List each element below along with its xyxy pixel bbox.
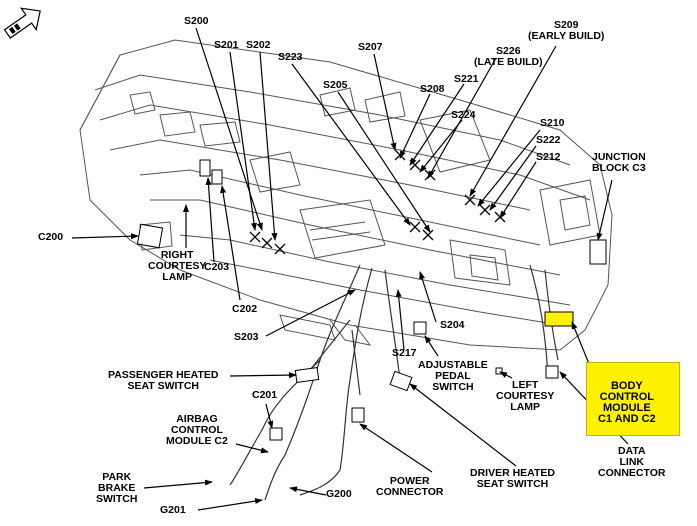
label-c203: C203 xyxy=(204,261,230,273)
label-s209: S209(EARLY BUILD) xyxy=(528,19,605,42)
label-s203: S203 xyxy=(234,331,259,343)
label-c200: C200 xyxy=(38,231,64,243)
label-g200: G200 xyxy=(326,488,352,500)
label-s223: S223 xyxy=(278,51,303,63)
label-g201: G201 xyxy=(160,504,186,516)
label-s208: S208 xyxy=(420,83,445,95)
label-s201: S201 xyxy=(214,39,239,51)
label-s222: S222 xyxy=(536,134,561,146)
bcm-highlight xyxy=(586,362,680,436)
label-s226: S226(LATE BUILD) xyxy=(474,45,543,68)
label-s221: S221 xyxy=(454,73,479,85)
label-s205: S205 xyxy=(323,79,348,91)
label-s200: S200 xyxy=(184,15,209,27)
label-s217: S217 xyxy=(392,347,417,359)
front-arrow-icon xyxy=(3,7,41,39)
label-s212: S212 xyxy=(536,151,561,163)
label-s204: S204 xyxy=(440,319,465,331)
label-s207: S207 xyxy=(358,41,383,53)
label-c202: C202 xyxy=(232,303,258,315)
connectors xyxy=(136,159,607,441)
label-s210: S210 xyxy=(540,117,565,129)
leader-lines xyxy=(71,27,629,511)
label-c201: C201 xyxy=(252,389,278,401)
label-s202: S202 xyxy=(246,39,271,51)
label-s224: S224 xyxy=(451,109,476,121)
